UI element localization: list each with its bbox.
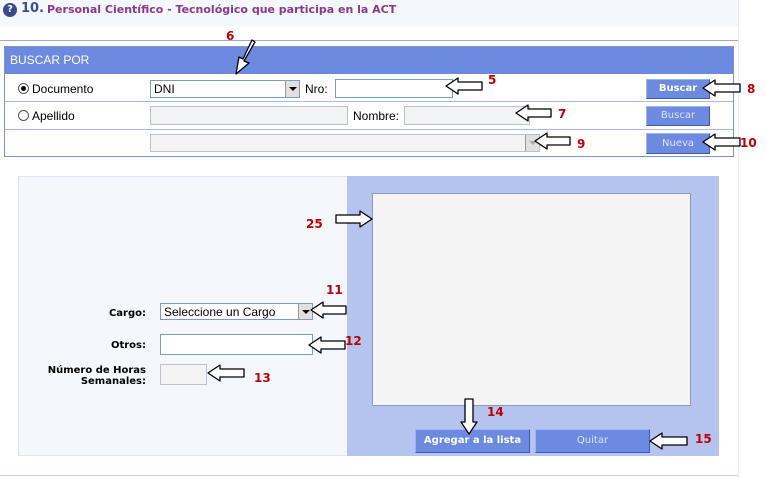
annotation-10: 10 bbox=[740, 136, 757, 150]
section-title: Personal Científico - Tecnológico que pa… bbox=[47, 3, 397, 16]
cargo-value: Seleccione un Cargo bbox=[164, 305, 276, 319]
row-divider bbox=[5, 101, 733, 102]
chevron-down-icon[interactable] bbox=[285, 81, 299, 97]
annotation-25: 25 bbox=[306, 217, 323, 231]
annotation-14: 14 bbox=[487, 405, 504, 419]
annotation-7: 7 bbox=[558, 107, 567, 121]
annotation-13: 13 bbox=[254, 371, 271, 385]
doc-type-select[interactable]: DNI bbox=[150, 80, 300, 98]
otros-label: Otros: bbox=[110, 340, 146, 351]
nueva-button[interactable]: Nueva bbox=[646, 133, 710, 154]
annotation-8: 8 bbox=[747, 82, 756, 96]
apellido-input[interactable] bbox=[150, 106, 348, 125]
horas-label-line2: Semanales: bbox=[80, 376, 146, 387]
annotation-5: 5 bbox=[488, 73, 497, 87]
doc-type-value: DNI bbox=[154, 82, 175, 96]
arrow-5 bbox=[445, 77, 483, 95]
arrow-14 bbox=[460, 398, 478, 435]
footer-divider bbox=[0, 475, 738, 476]
arrow-25 bbox=[335, 210, 373, 228]
nombre-label: Nombre: bbox=[353, 109, 400, 123]
section-number: 10. bbox=[21, 1, 45, 16]
arrow-10 bbox=[702, 133, 741, 151]
row-divider bbox=[5, 129, 733, 130]
help-icon[interactable]: ? bbox=[3, 3, 17, 17]
arrow-8 bbox=[702, 79, 741, 97]
arrow-12 bbox=[308, 336, 346, 354]
arrow-11 bbox=[310, 301, 347, 319]
annotation-9: 9 bbox=[577, 137, 586, 151]
chevron-down-icon[interactable] bbox=[298, 304, 312, 319]
annotation-15: 15 bbox=[695, 432, 712, 446]
personal-listbox[interactable] bbox=[372, 193, 691, 406]
cargo-label: Cargo: bbox=[108, 308, 146, 319]
cargo-select[interactable]: Seleccione un Cargo bbox=[160, 303, 313, 320]
buscar-apellido-button[interactable]: Buscar bbox=[646, 106, 710, 126]
radio-apellido-label: Apellido bbox=[32, 109, 75, 123]
buscar-documento-button[interactable]: Buscar bbox=[646, 79, 710, 99]
search-header: BUSCAR POR bbox=[5, 47, 733, 74]
header-band bbox=[0, 0, 738, 26]
annotation-11: 11 bbox=[326, 283, 343, 297]
nro-label: Nro: bbox=[305, 82, 328, 96]
annotation-12: 12 bbox=[345, 334, 362, 348]
results-select[interactable] bbox=[150, 134, 540, 152]
radio-documento-label: Documento bbox=[32, 82, 94, 96]
chevron-down-icon[interactable] bbox=[525, 135, 539, 151]
header-divider bbox=[0, 40, 738, 41]
arrow-15 bbox=[649, 432, 688, 450]
arrow-6 bbox=[235, 39, 256, 75]
horas-label-line1: Número de Horas bbox=[47, 365, 146, 376]
horas-input[interactable] bbox=[160, 364, 207, 385]
radio-documento[interactable] bbox=[18, 83, 29, 94]
arrow-9 bbox=[534, 132, 571, 150]
arrow-7 bbox=[515, 104, 552, 122]
radio-apellido[interactable] bbox=[18, 110, 29, 121]
arrow-13 bbox=[207, 364, 245, 382]
annotation-6: 6 bbox=[226, 29, 235, 43]
page-right-border bbox=[738, 0, 739, 478]
